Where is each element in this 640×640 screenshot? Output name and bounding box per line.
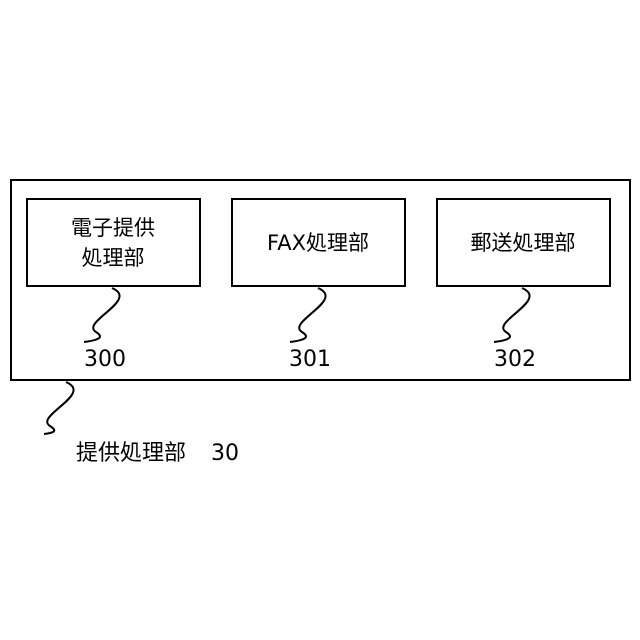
unit-leader-line xyxy=(44,382,74,434)
component-label-line-1: FAX処理部 xyxy=(267,231,369,255)
component-ref-number: 301 xyxy=(289,347,331,372)
leader-line xyxy=(494,288,530,342)
component-label-line-1: 電子提供 xyxy=(71,216,155,240)
component-label-line-1: 郵送処理部 xyxy=(471,231,576,255)
leader-line xyxy=(290,288,326,342)
component-ref-number: 302 xyxy=(494,347,536,372)
unit-ref-number: 30 xyxy=(211,441,239,466)
component-300: 電子提供 処理部 300 xyxy=(27,199,200,372)
leader-line xyxy=(84,288,120,342)
unit-caption: 提供処理部 30 xyxy=(76,441,239,466)
component-302: 郵送処理部 302 xyxy=(437,199,610,372)
component-ref-number: 300 xyxy=(84,347,126,372)
component-301: FAX処理部 301 xyxy=(232,199,405,372)
unit-name: 提供処理部 xyxy=(76,441,186,466)
component-box xyxy=(27,199,200,286)
component-label-line-2: 処理部 xyxy=(82,246,145,270)
